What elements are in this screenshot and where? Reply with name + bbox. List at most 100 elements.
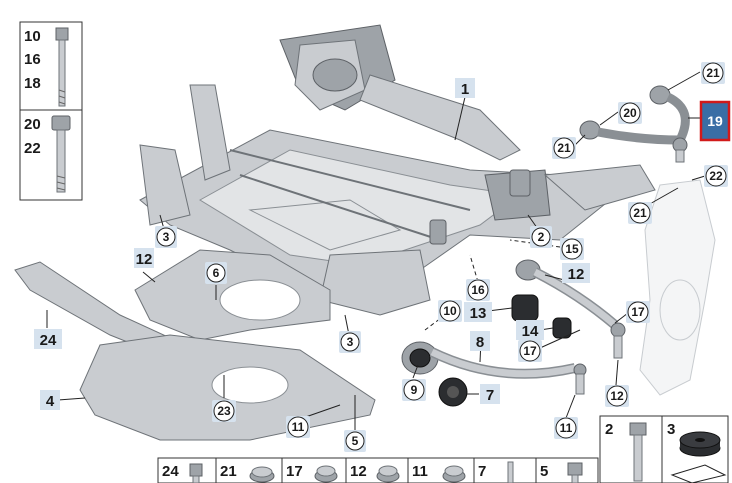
svg-text:24: 24 bbox=[40, 332, 57, 349]
shear-plate-4 bbox=[79, 334, 376, 441]
nut-icon bbox=[376, 465, 400, 483]
callout-22: 22 bbox=[704, 165, 728, 187]
upper-wishbone-19 bbox=[579, 85, 690, 163]
svg-text:12: 12 bbox=[350, 463, 367, 480]
callout-11b: 11 bbox=[286, 416, 310, 438]
svg-text:1: 1 bbox=[461, 81, 469, 98]
callout-9: 7 bbox=[480, 384, 500, 404]
callout-8: 8 bbox=[470, 331, 490, 351]
svg-text:24: 24 bbox=[162, 463, 179, 480]
svg-text:18: 18 bbox=[24, 75, 41, 92]
nut-icon bbox=[249, 466, 275, 483]
callout-1: 1 bbox=[455, 78, 475, 98]
svg-text:5: 5 bbox=[540, 463, 548, 480]
callout-18: 17 bbox=[626, 301, 650, 323]
svg-text:17: 17 bbox=[631, 305, 645, 319]
svg-text:17: 17 bbox=[286, 463, 303, 480]
svg-text:21: 21 bbox=[557, 141, 571, 155]
svg-text:14: 14 bbox=[522, 323, 539, 340]
legend-box-bolts-20-22: 20 22 bbox=[19, 109, 83, 201]
svg-text:22: 22 bbox=[24, 140, 41, 157]
callout-21b: 21 bbox=[552, 137, 576, 159]
wheel-carrier-ghost bbox=[639, 179, 716, 396]
svg-text:23: 23 bbox=[217, 404, 231, 418]
bolt-icon bbox=[567, 462, 583, 483]
bolt-icon bbox=[51, 115, 71, 193]
legend-box-mount-3: 3 bbox=[661, 415, 729, 483]
svg-text:22: 22 bbox=[709, 169, 723, 183]
legend-box-bolts-10-16-18: 10 16 18 bbox=[19, 21, 83, 111]
callout-3b: 3 bbox=[339, 331, 361, 353]
svg-text:20: 20 bbox=[24, 116, 41, 133]
svg-text:21: 21 bbox=[220, 463, 237, 480]
svg-text:3: 3 bbox=[667, 421, 675, 438]
callout-16: 15 bbox=[560, 238, 584, 260]
svg-text:10: 10 bbox=[443, 304, 457, 318]
callout-12a: 11 bbox=[554, 417, 578, 439]
svg-text:20: 20 bbox=[623, 106, 637, 120]
callout-3a: 3 bbox=[155, 226, 177, 248]
nut-icon bbox=[442, 465, 466, 483]
callout-13: 12 bbox=[562, 263, 590, 283]
svg-text:2: 2 bbox=[538, 230, 545, 244]
rubber-mount-9 bbox=[438, 377, 468, 407]
tension-strut-13 bbox=[515, 259, 626, 359]
svg-text:11: 11 bbox=[560, 421, 573, 435]
svg-text:7: 7 bbox=[486, 387, 494, 404]
svg-text:11: 11 bbox=[412, 463, 428, 480]
svg-text:15: 15 bbox=[565, 242, 579, 256]
svg-text:6: 6 bbox=[213, 266, 220, 280]
svg-text:13: 13 bbox=[470, 305, 487, 322]
legend-box-bolt-2: 2 bbox=[599, 415, 663, 483]
svg-text:21: 21 bbox=[633, 206, 647, 220]
callout-17b: 17 bbox=[518, 340, 542, 362]
svg-text:21: 21 bbox=[706, 66, 720, 80]
svg-text:2: 2 bbox=[605, 421, 613, 438]
bolt-icon bbox=[629, 422, 647, 482]
svg-text:10: 10 bbox=[24, 28, 41, 45]
front-subframe bbox=[139, 24, 656, 316]
callout-5: 5 bbox=[344, 430, 366, 452]
svg-text:12: 12 bbox=[136, 251, 153, 268]
callout-11a: 10 bbox=[438, 300, 462, 322]
legend-strip-bottom: 24 21 17 12 11 7 5 bbox=[157, 457, 599, 483]
callout-4: 4 bbox=[40, 390, 60, 410]
callout-12b: 12 bbox=[605, 385, 629, 407]
nut-icon bbox=[314, 465, 338, 483]
rubber-mount-14 bbox=[511, 294, 539, 322]
callout-20: 20 bbox=[618, 102, 642, 124]
svg-text:19: 19 bbox=[707, 113, 723, 129]
callout-6: 12 bbox=[134, 248, 154, 268]
nut-icon bbox=[189, 463, 203, 483]
svg-text:3: 3 bbox=[163, 230, 170, 244]
svg-text:17: 17 bbox=[523, 344, 537, 358]
callout-17a: 16 bbox=[466, 279, 490, 301]
callout-19-highlighted[interactable]: 19 bbox=[699, 100, 731, 142]
wishbone-8 bbox=[401, 341, 587, 395]
callout-21c: 21 bbox=[628, 202, 652, 224]
callout-24: 23 bbox=[212, 400, 236, 422]
callout-10: 9 bbox=[402, 379, 426, 401]
svg-text:8: 8 bbox=[476, 334, 484, 351]
svg-text:12: 12 bbox=[568, 266, 585, 283]
callout-21a: 21 bbox=[701, 62, 725, 84]
stud-icon bbox=[507, 461, 514, 483]
svg-text:3: 3 bbox=[347, 335, 354, 349]
svg-text:16: 16 bbox=[24, 51, 41, 68]
bolt-icon bbox=[55, 27, 69, 107]
svg-text:16: 16 bbox=[471, 283, 485, 297]
svg-text:9: 9 bbox=[411, 383, 418, 397]
svg-text:11: 11 bbox=[292, 420, 305, 434]
callout-2: 2 bbox=[530, 226, 552, 248]
svg-text:7: 7 bbox=[478, 463, 486, 480]
rubber-cap-icon bbox=[679, 431, 721, 457]
callout-15: 14 bbox=[516, 320, 544, 340]
callout-7: 6 bbox=[205, 262, 227, 284]
svg-text:5: 5 bbox=[352, 434, 359, 448]
callout-23: 24 bbox=[34, 329, 62, 349]
callout-14: 13 bbox=[464, 302, 492, 322]
svg-text:4: 4 bbox=[46, 393, 55, 410]
svg-text:12: 12 bbox=[610, 389, 624, 403]
cover-plate-6 bbox=[134, 249, 331, 341]
